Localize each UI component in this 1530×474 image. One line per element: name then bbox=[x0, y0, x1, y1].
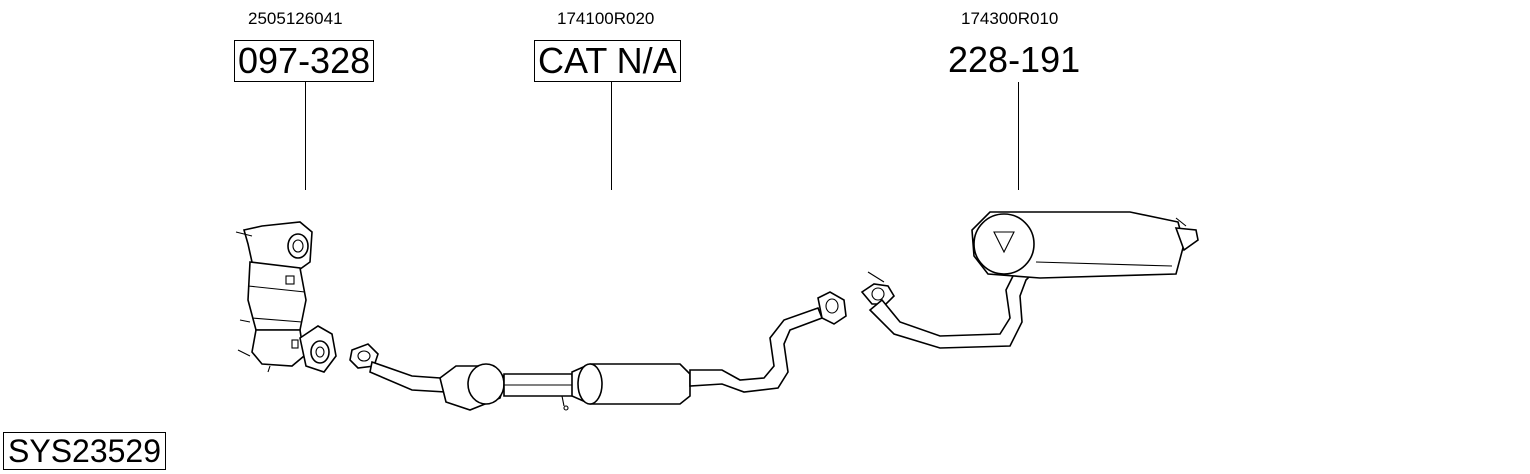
leader-line bbox=[611, 82, 612, 190]
leader-line bbox=[305, 82, 306, 190]
oe-number-label: 174100R020 bbox=[557, 9, 655, 28]
part-number-label[interactable]: 097-328 bbox=[234, 40, 375, 82]
oe-number-label: 174300R010 bbox=[961, 9, 1059, 28]
rear-silencer[interactable] bbox=[860, 211, 1199, 349]
part-number-label[interactable]: CAT N/A bbox=[534, 40, 681, 82]
manifold-catalytic-converter[interactable] bbox=[235, 221, 337, 373]
part-number-label[interactable]: 228-191 bbox=[948, 39, 1081, 80]
system-id-label: SYS23529 bbox=[3, 432, 167, 470]
leader-line bbox=[1018, 82, 1019, 190]
front-pipe-with-catalyst[interactable] bbox=[349, 291, 847, 411]
oe-number-label: 2505126041 bbox=[248, 9, 343, 28]
